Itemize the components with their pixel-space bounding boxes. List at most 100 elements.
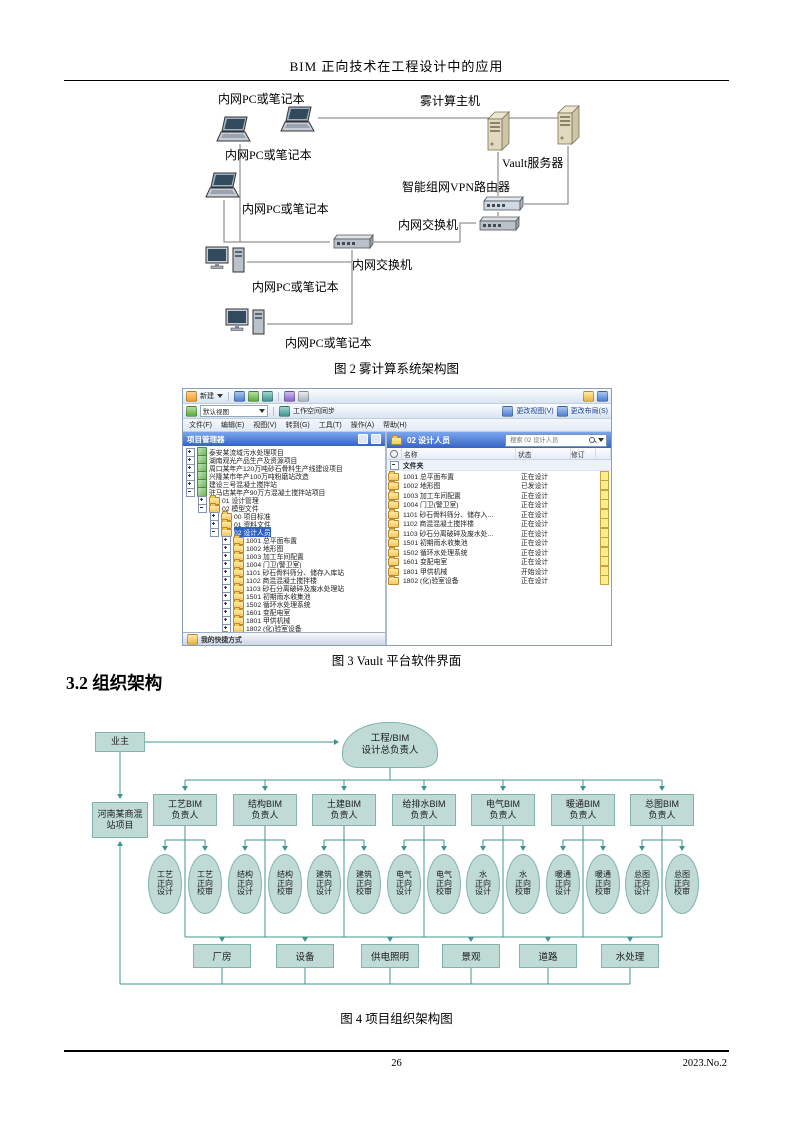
menu-edit[interactable]: 编辑(E) [220,422,245,429]
org-facility: 供电照明 [361,944,419,968]
org-node-owner: 业主 [95,732,145,752]
tree-item[interactable]: 1802 (化)验室设备 [183,623,385,632]
file-name: 1003 加工车间配置 [403,492,461,500]
fig2-caption: 图 2 雾计算系统架构图 [333,362,459,376]
file-row[interactable]: 1601 变配电室正在设计 [387,556,611,567]
memo-icon [599,527,609,538]
column-revision[interactable]: 修订 [571,448,596,459]
checkout-icon[interactable] [262,390,273,402]
change-view-button[interactable]: 更改视图(V) [516,408,554,415]
org-facility: 厂房 [193,944,251,968]
tree-item[interactable]: 1001 总平面布置 [183,535,385,545]
new-button[interactable]: 新建 [200,393,214,400]
memo-icon [599,518,609,529]
server-tower-icon [555,104,581,146]
menu-goto[interactable]: 转到(G) [285,422,310,429]
file-row[interactable]: 1101 砂石骨料筛分、储存入...正在设计 [387,508,611,519]
search-box[interactable] [505,433,607,447]
file-status: 正在设计 [521,521,549,529]
collapse-icon[interactable] [390,460,399,470]
file-row[interactable]: 1102 商混混凝土搅拌楼 正在设计 [387,518,611,529]
fig4-org-chart: 业主 工程/BIM 设计总负责人 河南某商混 站项目 工艺BIM 负责人 结构B… [70,712,725,1004]
copy-icon[interactable] [284,390,295,402]
file-row[interactable]: 1501 初期雨水收集池正在设计 [387,537,611,548]
collapse-icon[interactable] [186,487,195,497]
search-options-caret[interactable] [598,438,604,442]
panel-close-icon[interactable] [371,434,381,444]
org-role: 电气 正向 设计 [387,854,421,914]
org-facility: 水处理 [601,944,659,968]
file-row[interactable]: 1801 甲供机械开始设计 [387,565,611,576]
org-role: 工艺 正向 设计 [148,854,182,914]
tree-item[interactable]: 1103 砂石分离破碎及废水处理站 [183,583,385,593]
change-layout-icon[interactable] [556,405,568,417]
file-name: 1102 商混混凝土搅拌楼 [403,521,474,529]
laptop-icon [280,106,318,134]
file-row[interactable]: 1002 地形图已发设计 [387,480,611,491]
open-icon[interactable] [234,390,245,402]
label-intranet-pc-2: 内网PC或笔记本 [225,148,312,162]
column-status[interactable]: 状态 [516,448,571,459]
menu-file[interactable]: 文件(F) [189,422,212,429]
folder-icon [387,528,399,538]
file-row[interactable]: 1802 (化)验室设备正在设计 [387,575,611,586]
org-role: 电气 正向 校审 [427,854,461,914]
new-dropdown-caret[interactable] [217,394,223,398]
view-dropdown-caret [259,409,265,413]
change-layout-button[interactable]: 更改布局(S) [570,408,608,415]
workspace-sync-button[interactable]: 工作空间同步 [293,408,335,415]
file-row[interactable]: 1001 总平面布置正在设计 [387,470,611,481]
org-head: 工艺BIM 负责人 [153,794,217,826]
view-dropdown[interactable]: 默认视图 [200,405,268,417]
org-chart-connector-lines [117,739,685,985]
vault-menubar: 文件(F) 编辑(E) 视图(V) 转到(G) 工具(T) 操作(A) 帮助(H… [183,419,611,432]
find-icon[interactable] [583,390,594,402]
label-intranet-pc-5: 内网PC或笔记本 [285,336,372,350]
change-view-icon[interactable] [502,405,514,417]
sync-icon[interactable] [279,405,290,417]
collapse-icon[interactable] [198,503,207,513]
group-row-folders[interactable]: 文件夹 [387,460,611,471]
file-row[interactable]: 1003 加工车间配置正在设计 [387,489,611,500]
column-type-icon[interactable] [387,448,402,459]
org-head: 给排水BIM 负责人 [392,794,456,826]
memo-icon [599,556,609,567]
search-input[interactable] [508,435,587,445]
memo-icon [599,537,609,548]
tree-item[interactable]: 1002 地形图 [183,543,385,553]
menu-help[interactable]: 帮助(H) [383,422,407,429]
folder-icon [387,575,399,586]
org-role: 水 正向 设计 [466,854,500,914]
my-shortcuts-bar[interactable]: 我的快捷方式 [183,632,385,645]
menu-tools[interactable]: 工具(T) [318,422,342,429]
file-row[interactable]: 1502 循环水处理系统正在设计 [387,546,611,557]
back-icon[interactable] [186,405,197,417]
page-title: BIM 正向技术在工程设计中的应用 [289,59,504,74]
column-name[interactable]: 名称 [402,448,516,459]
file-name: 1103 砂石分离破碎及废水处... [403,530,494,538]
collapse-icon[interactable] [210,527,219,537]
memo-icon [599,565,609,576]
expand-icon[interactable] [210,631,219,632]
search-icon[interactable] [589,436,596,444]
project-manager-header: 项目管理器 [183,432,385,446]
vault-toolbar-view: 默认视图 工作空间同步 更改视图(V) 更改布局(S) [183,404,611,419]
org-role: 建筑 正向 校审 [347,854,381,914]
panel-pin-icon[interactable] [358,434,368,444]
menu-view[interactable]: 视图(V) [253,422,277,429]
folder-icon [387,509,399,519]
org-role: 建筑 正向 设计 [307,854,341,914]
checkin-icon[interactable] [248,390,259,402]
file-row[interactable]: 1004 门卫(警卫室)正在设计 [387,499,611,510]
section-heading: 3.2 组织架构 [66,673,163,693]
tree-item[interactable]: 00 项目标准 [183,511,385,521]
help-icon[interactable] [597,390,608,402]
desktop-pc-icon [225,308,267,340]
tree-item[interactable]: 驻马店某年产90万方混凝土搅拌站项目 [183,487,385,497]
menu-actions[interactable]: 操作(A) [350,422,375,429]
org-head: 结构BIM 负责人 [233,794,297,826]
new-file-icon[interactable] [186,390,197,402]
label-vpn-router: 智能组网VPN路由器 [402,180,511,194]
file-row[interactable]: 1103 砂石分离破碎及废水处...正在设计 [387,527,611,538]
print-icon[interactable] [298,390,309,402]
